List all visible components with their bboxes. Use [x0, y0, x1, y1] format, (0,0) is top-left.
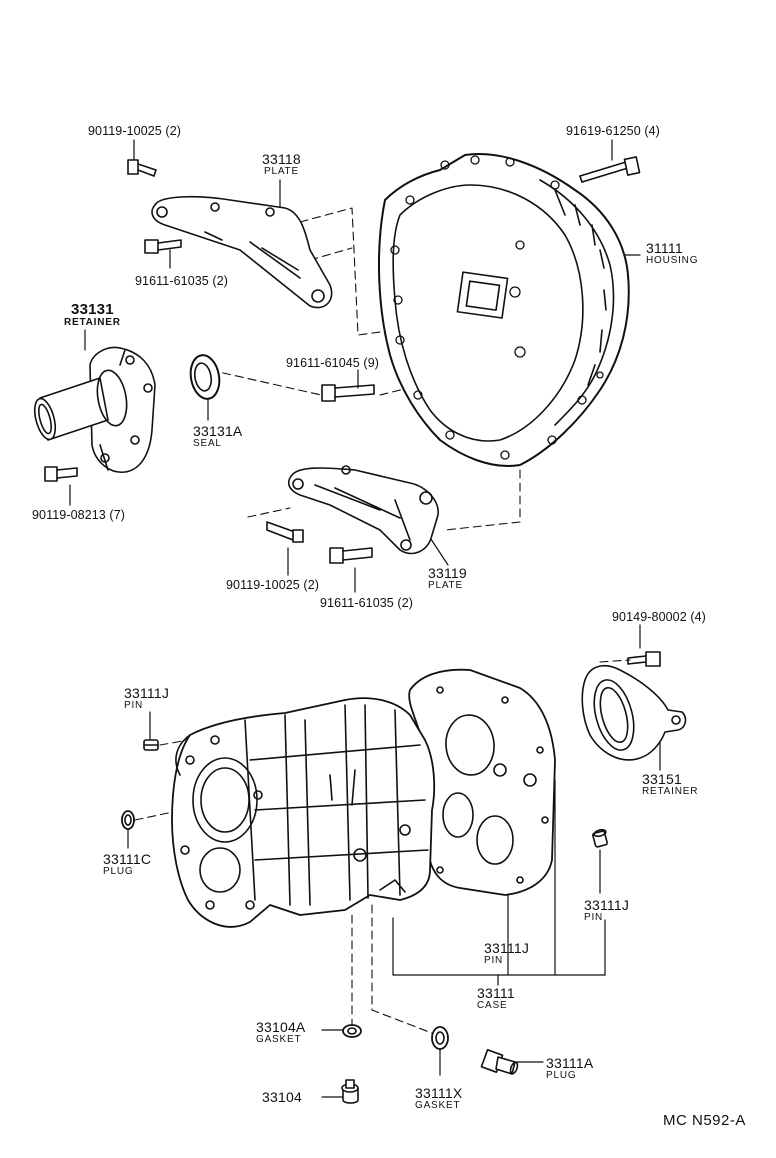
bolt-icon [329, 547, 373, 564]
part-name: PLUG [103, 866, 134, 877]
label-33104A: 33104A GASKET [256, 1020, 305, 1045]
plug-33111C-drawing [121, 810, 135, 830]
part-name: PLUG [546, 1070, 577, 1081]
part-number: 33111X [415, 1085, 463, 1101]
part-number: 33131 [71, 301, 114, 318]
part-number: 33151 [642, 771, 682, 787]
bolt-icon [321, 384, 375, 402]
label-33111J-b: 33111J PIN [484, 941, 529, 966]
label-33104: 33104 [262, 1090, 302, 1104]
part-number: 33118 [262, 151, 301, 167]
part-number: 33104A [256, 1019, 306, 1035]
fastener-label: 91611-61045 (9) [286, 356, 380, 370]
bolt-icon [579, 156, 641, 183]
part-name: PLATE [263, 166, 299, 177]
part-number: 33119 [428, 565, 467, 581]
label-33131A: 33131A SEAL [193, 424, 242, 449]
label-33119: 33119 PLATE [428, 566, 467, 591]
part-name: PLATE [428, 580, 463, 591]
gasket-33111X-drawing [431, 1026, 449, 1050]
part-name: PIN [484, 955, 504, 966]
housing-31111-drawing [378, 153, 630, 467]
fastener-label: 90149-80002 (4) [612, 610, 706, 624]
part-number: 33131A [193, 423, 243, 439]
fastener-label: 90119-08213 (7) [32, 508, 126, 522]
part-number: 33111J [124, 685, 170, 701]
part-number: 33111C [103, 851, 152, 867]
bolt-icon [127, 159, 157, 177]
pin-33111J-c-drawing [592, 828, 608, 848]
fastener-label: 90119-10025 (2) [226, 578, 320, 592]
fastener-label: 91611-61035 (2) [320, 596, 414, 610]
part-number: 33111J [484, 940, 530, 956]
gasket-33104A-drawing [342, 1024, 362, 1038]
label-33111: 33111 CASE [477, 986, 515, 1011]
seal-33131A-drawing [189, 354, 221, 400]
fastener-label: 91611-61035 (2) [135, 274, 229, 288]
label-33111X: 33111X GASKET [415, 1086, 462, 1111]
part-name: GASKET [256, 1034, 302, 1045]
plate-33118-drawing [151, 195, 333, 309]
fastener-label: 90119-10025 (2) [88, 124, 182, 138]
plug-33104-drawing [341, 1079, 359, 1104]
label-33111J-a: 33111J PIN [124, 686, 169, 711]
part-number: 33104 [262, 1089, 302, 1105]
diagram-code: MC N592-A [663, 1112, 746, 1129]
bolt-icon [44, 466, 78, 482]
label-33131: 33131 RETAINER [64, 302, 121, 328]
part-name: GASKET [415, 1100, 461, 1111]
part-name: CASE [477, 1000, 508, 1011]
part-name: PIN [124, 700, 144, 711]
label-33151: 33151 RETAINER [642, 772, 698, 797]
part-name: RETAINER [642, 786, 699, 797]
label-31111: 31111 HOUSING [646, 241, 698, 266]
part-name: SEAL [193, 438, 222, 449]
plate-33119-drawing [287, 465, 439, 555]
bolt-icon [144, 239, 182, 254]
label-33118: 33118 PLATE [262, 152, 301, 177]
part-name: HOUSING [646, 255, 699, 266]
part-number: 33111 [477, 985, 515, 1001]
pin-33111J-a-drawing [143, 739, 159, 751]
bolt-icon [627, 651, 661, 667]
plug-33111A-drawing [480, 1049, 519, 1075]
retainer-33151-drawing [581, 664, 687, 761]
part-number: 31111 [646, 240, 683, 256]
label-33111C: 33111C PLUG [103, 852, 151, 877]
part-name: PIN [584, 912, 604, 923]
retainer-33131-drawing [33, 346, 156, 473]
part-number: 33111A [546, 1055, 594, 1071]
label-33111J-c: 33111J PIN [584, 898, 629, 923]
part-number: 33111J [584, 897, 630, 913]
label-33111A: 33111A PLUG [546, 1056, 593, 1081]
part-name: RETAINER [64, 317, 121, 328]
case-33111-drawing [171, 668, 556, 928]
bolt-icon [266, 521, 304, 543]
fastener-label: 91619-61250 (4) [566, 124, 660, 138]
